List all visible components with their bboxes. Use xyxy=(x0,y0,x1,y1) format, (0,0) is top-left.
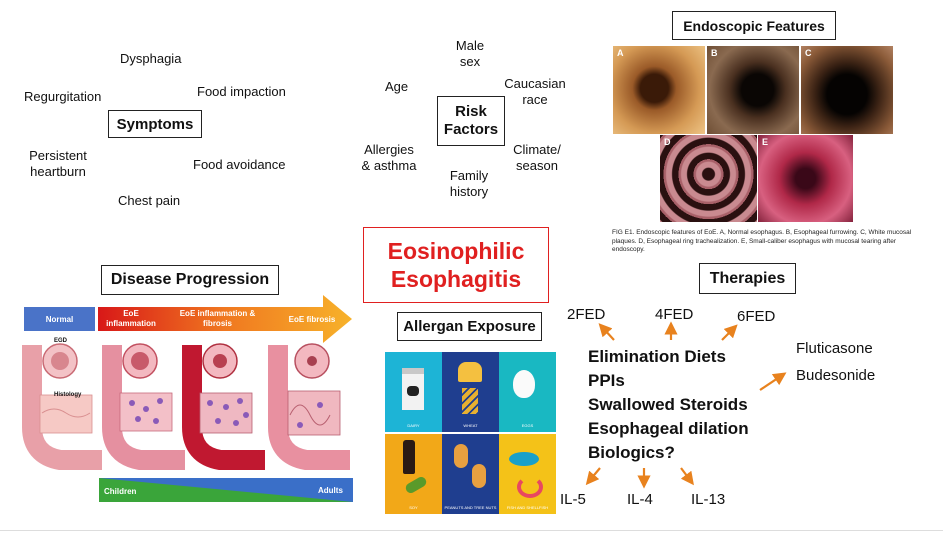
risk-factors-title: Risk Factors xyxy=(437,96,505,146)
age-adults-label: Adults xyxy=(318,486,343,495)
symptom-food-avoidance: Food avoidance xyxy=(193,157,286,172)
stage-eoe-inflammation-fibrosis: EoE inflammation & fibrosis xyxy=(179,309,256,328)
therapy-list: Elimination Diets PPIs Swallowed Steroid… xyxy=(588,345,749,465)
peanut-icon-2 xyxy=(472,464,486,488)
therapy-elimination-diets: Elimination Diets xyxy=(588,347,726,366)
allergen-title: Allergan Exposure xyxy=(397,312,542,341)
bottom-divider xyxy=(0,530,943,531)
risk-age: Age xyxy=(385,79,409,94)
peanut-icon xyxy=(454,444,468,468)
age-axis-wedge xyxy=(99,478,353,502)
tile-caption-wheat: WHEAT xyxy=(463,423,478,428)
symptom-heartburn: Persistent heartburn xyxy=(29,148,87,179)
risk-climate: Climate/ season xyxy=(513,142,561,173)
tile-caption-soy: SOY xyxy=(409,505,418,510)
therapy-ppis: PPIs xyxy=(588,371,625,390)
main-title-box: Eosinophilic Esophagitis xyxy=(363,227,549,303)
wheat-icon xyxy=(462,388,478,414)
endoscopy-caption: FIG E1. Endoscopic features of EoE. A, N… xyxy=(612,229,912,253)
main-title-line1: Eosinophilic xyxy=(387,238,525,264)
esophagus-fibrosis xyxy=(268,343,350,470)
stage-normal: Normal xyxy=(24,307,95,331)
endoscopy-image-c: C xyxy=(801,46,893,134)
panel-letter-a: A xyxy=(617,48,624,58)
risk-allergies: Allergies & asthma xyxy=(361,142,417,173)
egg-icon xyxy=(513,370,535,398)
tile-caption-dairy: DAIRY xyxy=(407,423,420,428)
diet-2fed: 2FED xyxy=(567,306,606,323)
risk-male-sex: Male sex xyxy=(455,38,485,69)
stage-eoe-fibrosis: EoE fibrosis xyxy=(288,315,336,324)
main-title-line2: Esophagitis xyxy=(390,266,522,292)
symptom-food-impaction: Food impaction xyxy=(197,84,286,99)
allergen-tile-nuts: PEANUTS AND TREE NUTS xyxy=(442,434,499,514)
endoscopy-image-b: B xyxy=(707,46,799,134)
histology-label: Histology xyxy=(54,392,82,398)
steroid-budesonide: Budesonide xyxy=(796,367,876,384)
endoscopy-image-a: A xyxy=(613,46,705,134)
biologic-il4: IL-4 xyxy=(627,491,653,508)
endoscopy-image-e: E xyxy=(758,135,853,222)
steroid-fluticasone: Fluticasone xyxy=(796,340,873,357)
endoscopic-title: Endoscopic Features xyxy=(672,11,836,40)
allergen-tile-eggs: EGGS xyxy=(499,352,556,432)
milk-carton-icon xyxy=(402,368,424,410)
panel-letter-e: E xyxy=(762,137,769,147)
diet-6fed: 6FED xyxy=(737,308,776,325)
egd-label: EGD xyxy=(54,338,68,344)
arrow-to-6fed xyxy=(721,324,738,341)
allergen-tile-soy: SOY xyxy=(385,434,442,514)
endoscopy-image-d: D xyxy=(660,135,757,222)
panel-letter-c: C xyxy=(805,48,812,58)
biologic-il13: IL-13 xyxy=(691,491,726,508)
stage-eoe-inflammation: EoE inflammation xyxy=(106,309,156,328)
soy-sauce-icon xyxy=(403,440,415,474)
esophagus-illustrations xyxy=(22,343,350,470)
risk-caucasian: Caucasian race xyxy=(504,76,566,107)
esophagus-inflammation-fibrosis xyxy=(182,343,265,470)
symptom-chest-pain: Chest pain xyxy=(118,193,181,208)
arrow-to-il13 xyxy=(680,467,694,486)
diet-4fed: 4FED xyxy=(655,306,694,323)
allergen-tile-dairy: DAIRY xyxy=(385,352,442,432)
allergen-tile-fish: FISH AND SHELLFISH xyxy=(499,434,556,514)
bread-icon xyxy=(458,362,482,382)
esophagus-normal xyxy=(22,343,102,470)
therapies-title: Therapies xyxy=(699,263,796,294)
symptom-dysphagia: Dysphagia xyxy=(120,51,182,66)
risk-family-history: Family history xyxy=(449,168,489,199)
therapy-biologics: Biologics? xyxy=(588,443,675,462)
symptoms-title: Symptoms xyxy=(108,110,202,138)
fish-icon xyxy=(509,452,539,466)
tile-caption-eggs: EGGS xyxy=(521,423,534,428)
esophagus-inflammation xyxy=(102,343,185,470)
age-children-label: Children xyxy=(104,487,137,496)
tile-caption-nuts: PEANUTS AND TREE NUTS xyxy=(444,505,497,510)
panel-letter-d: D xyxy=(664,137,671,147)
arrow-to-il5 xyxy=(585,467,601,486)
stage-normal-label: Normal xyxy=(45,314,74,324)
tile-caption-fish: FISH AND SHELLFISH xyxy=(506,505,549,510)
progression-arrow xyxy=(98,295,352,343)
disease-progression-title: Disease Progression xyxy=(101,265,279,295)
symptom-regurgitation: Regurgitation xyxy=(24,89,102,104)
shrimp-icon xyxy=(517,476,543,498)
arrow-to-steroids xyxy=(759,372,787,391)
allergen-tile-wheat: WHEAT xyxy=(442,352,499,432)
therapy-swallowed-steroids: Swallowed Steroids xyxy=(588,395,748,414)
panel-letter-b: B xyxy=(711,48,718,58)
biologic-il5: IL-5 xyxy=(560,491,586,508)
therapy-esophageal-dilation: Esophageal dilation xyxy=(588,419,749,438)
arrow-to-2fed xyxy=(598,323,615,341)
